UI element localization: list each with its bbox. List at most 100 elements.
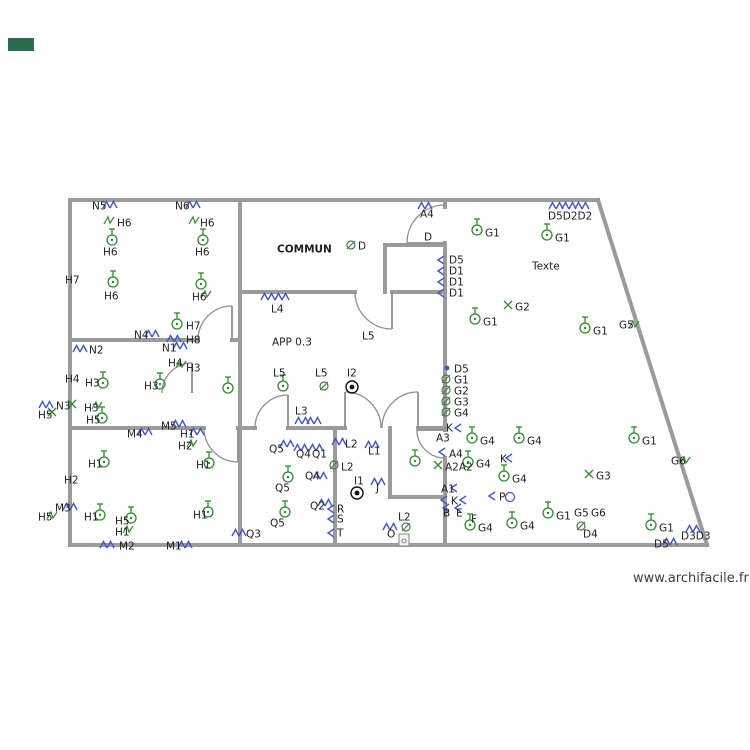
label-n1[interactable]: N1 xyxy=(162,343,177,355)
sconce-icon[interactable] xyxy=(122,524,134,534)
label-q5[interactable]: Q5 xyxy=(275,483,290,495)
label-g2[interactable]: G2 xyxy=(454,386,469,398)
outlet-icon[interactable] xyxy=(576,521,586,531)
door-arc-7[interactable] xyxy=(416,429,446,459)
light-icon[interactable] xyxy=(645,513,657,531)
label-h3[interactable]: H3 xyxy=(85,378,100,390)
light-icon[interactable] xyxy=(498,464,510,482)
label-g3[interactable]: G3 xyxy=(454,397,469,409)
switch-icon[interactable] xyxy=(171,419,187,428)
door-arc-4[interactable] xyxy=(406,204,446,244)
label-q4[interactable]: Q4 xyxy=(305,471,320,483)
light-icon[interactable] xyxy=(202,500,214,518)
light-icon[interactable] xyxy=(197,228,209,246)
label-m2[interactable]: M2 xyxy=(119,541,135,553)
label-a3[interactable]: A3 xyxy=(436,433,450,445)
spot-icon[interactable] xyxy=(350,486,364,500)
cross-icon[interactable] xyxy=(433,460,443,470)
label-h1[interactable]: H1 xyxy=(88,459,103,471)
label-d3d3[interactable]: D3D3 xyxy=(681,531,711,543)
label-texte[interactable]: Texte xyxy=(531,261,560,273)
label-o[interactable]: O xyxy=(387,529,395,541)
label-h6[interactable]: H6 xyxy=(195,247,210,259)
label-h6[interactable]: H6 xyxy=(200,218,215,230)
label-g1[interactable]: G1 xyxy=(556,511,571,523)
label-k[interactable]: K xyxy=(446,423,454,435)
switch-icon[interactable] xyxy=(189,427,205,436)
switch-icon[interactable] xyxy=(662,537,678,546)
switch-icon[interactable] xyxy=(62,502,78,511)
light-icon[interactable] xyxy=(513,426,525,444)
arrow-icon[interactable] xyxy=(436,255,445,265)
switch-icon[interactable] xyxy=(317,498,333,507)
arrow-icon[interactable] xyxy=(453,503,462,513)
sconce-icon[interactable] xyxy=(186,438,198,448)
arrow-icon[interactable] xyxy=(437,447,446,457)
light-icon[interactable] xyxy=(277,374,289,392)
switch-icon[interactable] xyxy=(102,200,118,209)
label-g1[interactable]: G1 xyxy=(555,233,570,245)
label-q4[interactable]: Q4 xyxy=(296,449,311,461)
label-q5[interactable]: Q5 xyxy=(270,518,285,530)
label-n4[interactable]: N4 xyxy=(134,330,149,342)
switch-icon[interactable] xyxy=(260,292,276,301)
sconce-icon[interactable] xyxy=(175,359,187,369)
label-q2[interactable]: Q2 xyxy=(310,501,325,513)
outlet-icon[interactable] xyxy=(329,460,339,470)
label-h2[interactable]: H2 xyxy=(64,475,79,487)
arrow-icon[interactable] xyxy=(436,277,445,287)
label-s[interactable]: S xyxy=(337,514,344,526)
label-q5[interactable]: Q5 xyxy=(269,444,284,456)
arrow-icon[interactable] xyxy=(504,453,513,463)
label-l2[interactable]: L2 xyxy=(345,439,358,451)
light-icon[interactable] xyxy=(464,513,476,531)
outlet-icon[interactable] xyxy=(346,240,356,250)
label-q1[interactable]: Q1 xyxy=(312,449,327,461)
arrow-icon[interactable] xyxy=(326,514,335,524)
cross-icon[interactable] xyxy=(584,469,594,479)
label-h6[interactable]: H6 xyxy=(117,218,132,230)
arrow-icon[interactable] xyxy=(439,495,448,505)
door-arc-3[interactable] xyxy=(354,291,393,330)
label-f[interactable]: F xyxy=(471,514,477,526)
switch-icon[interactable] xyxy=(144,329,160,338)
label-g4[interactable]: G4 xyxy=(527,436,542,448)
switch-icon[interactable] xyxy=(561,201,577,210)
label-d[interactable]: D xyxy=(358,241,366,253)
light-icon[interactable] xyxy=(154,372,166,390)
label-k[interactable]: K xyxy=(451,496,459,508)
switch-icon[interactable] xyxy=(99,540,115,549)
light-icon[interactable] xyxy=(462,450,474,468)
arrow-icon[interactable] xyxy=(449,483,458,493)
label-g4[interactable]: G4 xyxy=(520,521,535,533)
switch-icon[interactable] xyxy=(279,439,295,448)
label-d5[interactable]: D5 xyxy=(454,364,469,376)
label-j[interactable]: J xyxy=(375,483,379,495)
light-icon[interactable] xyxy=(195,272,207,290)
sconce-icon[interactable] xyxy=(188,215,200,225)
door-arc-0[interactable] xyxy=(197,305,233,341)
light-icon[interactable] xyxy=(94,503,106,521)
label-a1[interactable]: A1 xyxy=(441,484,455,496)
switch-icon[interactable] xyxy=(38,400,54,409)
light-icon[interactable] xyxy=(579,316,591,334)
label-d4[interactable]: D4 xyxy=(583,529,598,541)
switch-icon[interactable] xyxy=(364,440,380,449)
label-h1[interactable]: H1 xyxy=(193,510,208,522)
label-g5[interactable]: G5 xyxy=(619,320,634,332)
label-h4[interactable]: H4 xyxy=(168,358,183,370)
label-h6[interactable]: H6 xyxy=(104,291,119,303)
switch-icon[interactable] xyxy=(185,200,201,209)
label-l2[interactable]: L2 xyxy=(398,512,411,524)
switch-icon[interactable] xyxy=(172,341,188,350)
label-t[interactable]: T xyxy=(336,528,344,540)
label-l4[interactable]: L4 xyxy=(271,304,284,316)
outlet-icon[interactable] xyxy=(441,407,451,417)
label-m4[interactable]: M4 xyxy=(127,429,143,441)
arrow-icon[interactable] xyxy=(326,504,335,514)
label-l3[interactable]: L3 xyxy=(295,406,308,418)
wall-segment-3[interactable] xyxy=(595,197,710,548)
outlet-icon[interactable] xyxy=(319,381,329,391)
light-icon[interactable] xyxy=(97,371,109,389)
label-a4[interactable]: A4 xyxy=(449,449,463,461)
